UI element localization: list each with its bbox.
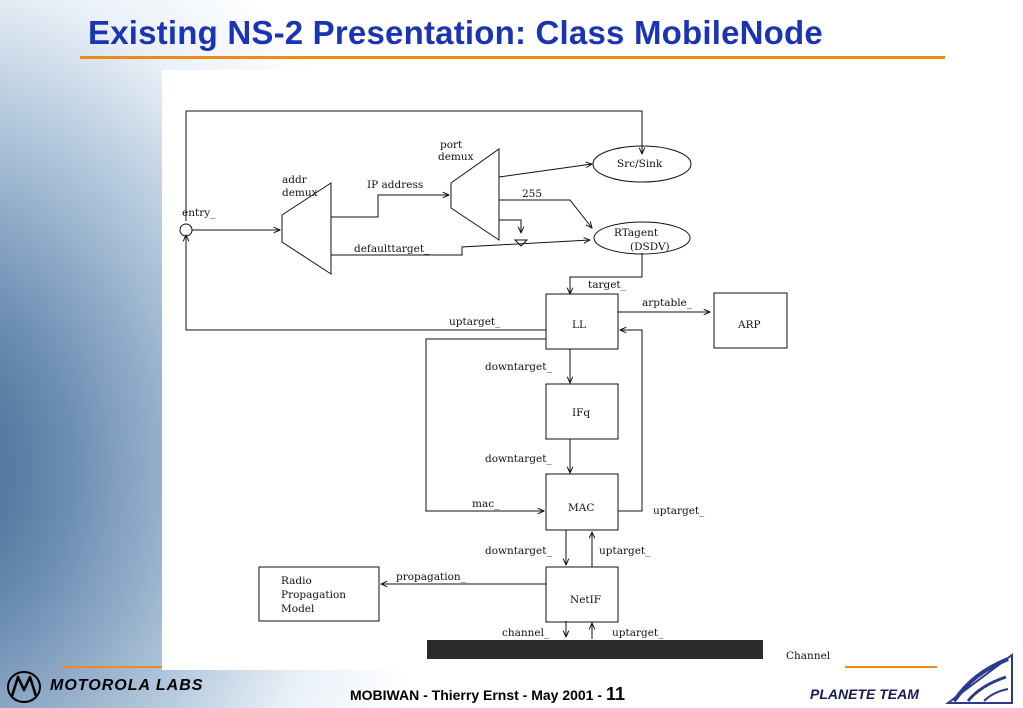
arp-box xyxy=(713,292,788,349)
arp-label: ARP xyxy=(737,319,761,331)
uptarget-netif-label: uptarget_ xyxy=(612,627,664,639)
uptarget-mac-right-line xyxy=(618,330,643,512)
radio-model-box xyxy=(258,566,380,622)
slide-title: Existing NS-2 Presentation: Class Mobile… xyxy=(88,14,823,51)
src-sink-label: Src/Sink xyxy=(617,158,663,170)
channel-bar xyxy=(427,640,763,659)
radio-model-label-3: Model xyxy=(281,603,315,615)
port-to-src-line xyxy=(498,164,592,178)
ip-address-line xyxy=(331,195,449,218)
defaulttarget-line xyxy=(331,240,590,256)
mac-label: MAC xyxy=(568,502,594,514)
rtagent-label-2: (DSDV) xyxy=(630,241,670,253)
ll-label: LL xyxy=(572,319,586,331)
rtagent-label: RTagent xyxy=(614,227,659,239)
footer-left-text: MOTOROLA LABS xyxy=(50,677,204,694)
entry-point xyxy=(179,223,193,237)
footer-center-text: MOBIWAN - Thierry Ernst - May 2001 - xyxy=(350,687,606,703)
ifq-label: IFq xyxy=(572,407,590,419)
downtarget-mac-label: downtarget_ xyxy=(485,545,552,557)
drop-line xyxy=(499,219,521,233)
page-number: 11 xyxy=(605,684,625,704)
addr-demux xyxy=(281,182,332,275)
ground-symbol xyxy=(513,239,529,247)
src-sink-node xyxy=(592,145,692,183)
planete-logo-icon xyxy=(945,653,1013,704)
arptable-label: arptable_ xyxy=(642,297,693,309)
uptarget-mac-label: uptarget_ xyxy=(599,545,651,557)
channel-link-label: channel_ xyxy=(502,627,550,639)
port-demux-label-2: demux xyxy=(438,151,474,163)
ifq-box xyxy=(545,383,619,440)
downtarget-ll-label: downtarget_ xyxy=(485,361,552,373)
radio-model-label-2: Propagation xyxy=(281,589,346,601)
propagation-label: propagation_ xyxy=(396,571,467,583)
mac-link-line xyxy=(425,338,546,511)
uptarget-ll-label: uptarget_ xyxy=(449,316,501,328)
netif-box xyxy=(545,566,619,623)
footer-right-text: PLANETE TEAM xyxy=(810,686,919,702)
title-divider xyxy=(80,56,945,59)
ip-address-label: IP address xyxy=(367,179,423,191)
mac-link-label: mac_ xyxy=(472,498,500,510)
channel-label: Channel xyxy=(786,650,831,662)
loop-to-src-sink xyxy=(185,110,642,221)
target-line xyxy=(570,253,643,294)
radio-model-label: Radio xyxy=(281,575,312,587)
rtagent-node xyxy=(593,221,691,255)
addr-demux-label: addr xyxy=(282,174,308,186)
diagram-panel: entry_ addr demux IP address port demux … xyxy=(162,70,838,670)
mobilenode-diagram: entry_ addr demux IP address port demux … xyxy=(179,110,831,662)
uptarget-ll-line xyxy=(186,235,546,331)
entry-label: entry_ xyxy=(182,207,216,219)
port-255-label: 255 xyxy=(522,188,542,200)
motorola-logo-icon xyxy=(7,671,41,703)
mac-box xyxy=(545,473,619,531)
footer-divider-right xyxy=(845,666,937,668)
port-demux xyxy=(450,148,500,241)
defaulttarget-label: defaulttarget_ xyxy=(354,243,430,255)
ll-box xyxy=(545,293,619,350)
downtarget-ifq-label: downtarget_ xyxy=(485,453,552,465)
netif-label: NetIF xyxy=(570,594,601,606)
footer-center: MOBIWAN - Thierry Ernst - May 2001 - 11 xyxy=(350,684,625,705)
addr-demux-label-2: demux xyxy=(282,187,318,199)
footer-divider-left xyxy=(62,666,162,668)
port-255-line xyxy=(499,199,592,228)
target-label: target_ xyxy=(588,279,627,291)
uptarget-mac-right-label: uptarget_ xyxy=(653,505,705,517)
port-demux-label: port xyxy=(440,139,463,151)
